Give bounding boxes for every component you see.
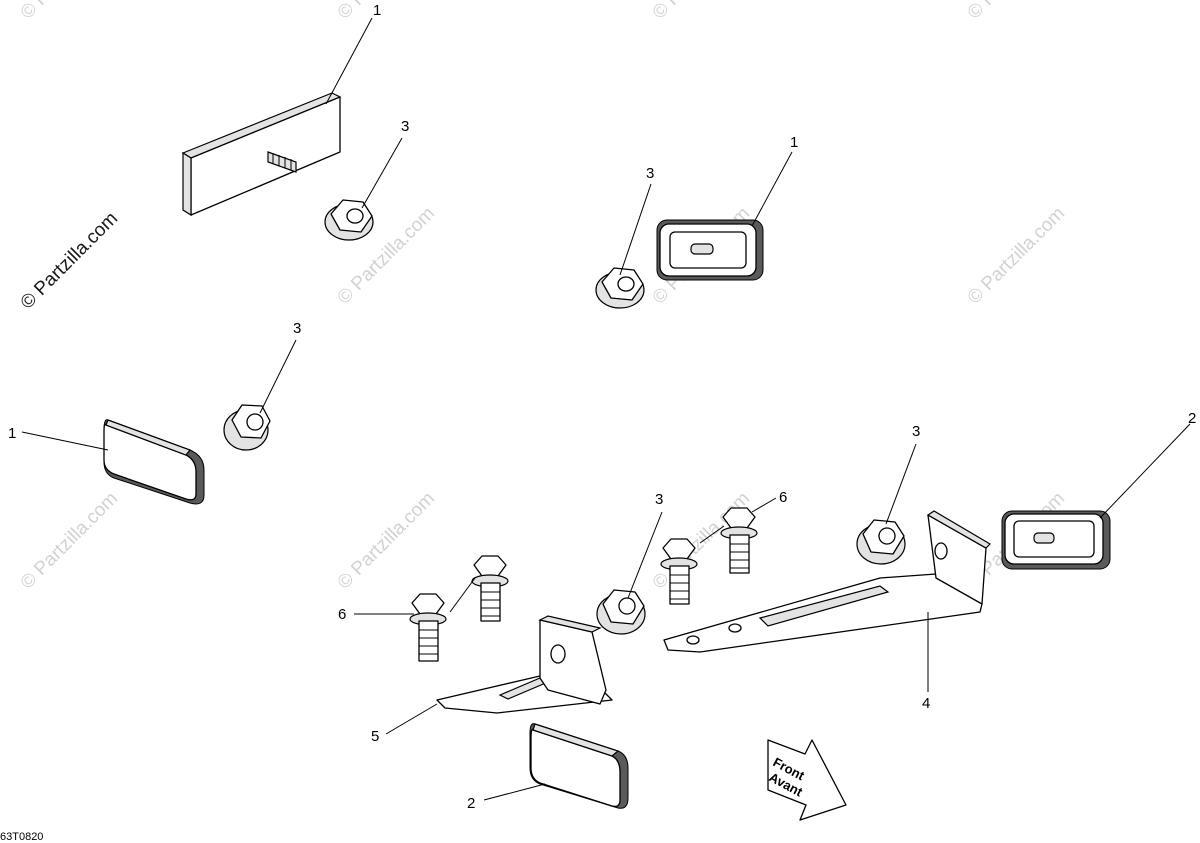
reflector-left xyxy=(103,419,205,505)
callout-3: 3 xyxy=(655,491,663,508)
callout-1: 1 xyxy=(8,425,16,442)
watermark-faint: © Partzilla.com xyxy=(17,0,122,24)
front-direction-arrow: Front Avant xyxy=(767,739,847,821)
watermark-faint: © Partzilla.com xyxy=(964,0,1069,24)
callout-3: 3 xyxy=(293,320,301,337)
callout-2: 2 xyxy=(1188,410,1196,427)
watermark-faint: © Partzilla.com xyxy=(334,0,439,24)
reflector-right xyxy=(1001,510,1111,570)
watermark-faint: © Partzilla.com xyxy=(17,488,122,593)
leader-lines xyxy=(21,17,1191,801)
callout-labels: 1 3 1 3 3 1 2 3 3 6 6 5 4 2 xyxy=(8,2,1196,812)
callout-3: 3 xyxy=(912,423,920,440)
watermark-main: © Partzilla.com xyxy=(17,208,122,313)
callout-4: 4 xyxy=(922,695,930,712)
flange-nut-right xyxy=(856,519,906,565)
watermarks: © Partzilla.com © Partzilla.com © Partzi… xyxy=(17,0,1069,594)
callout-6: 6 xyxy=(338,606,346,623)
callout-2: 2 xyxy=(467,795,475,812)
callout-3: 3 xyxy=(401,118,409,135)
reflector-small-top-right xyxy=(656,219,764,281)
reflector-plate-large xyxy=(181,92,342,217)
watermark-faint: © Partzilla.com xyxy=(334,488,439,593)
flange-nut-left xyxy=(223,404,271,451)
flange-nut-top-left xyxy=(324,199,374,241)
reflector-bottom xyxy=(529,723,629,809)
callout-1: 1 xyxy=(373,2,381,19)
flange-bolt xyxy=(660,538,698,605)
flange-bolt xyxy=(471,555,509,622)
callout-1: 1 xyxy=(790,134,798,151)
callout-5: 5 xyxy=(371,728,379,745)
flange-bolt xyxy=(409,593,447,662)
watermark-faint: © Partzilla.com xyxy=(649,0,754,24)
bracket-left xyxy=(436,615,613,714)
callout-6: 6 xyxy=(779,489,787,506)
flange-nut-center xyxy=(596,589,646,635)
callout-3: 3 xyxy=(646,165,654,182)
bracket-right xyxy=(663,510,991,653)
flange-nut-top-right xyxy=(595,267,645,309)
watermark-faint: © Partzilla.com xyxy=(964,203,1069,308)
diagram-reference-code: 63T0820 xyxy=(0,831,43,843)
flange-bolt xyxy=(720,507,758,574)
